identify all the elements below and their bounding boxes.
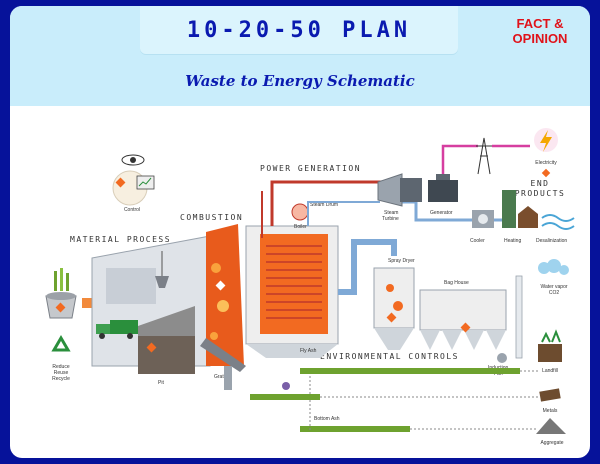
waste-bin bbox=[45, 268, 77, 319]
badge-line-2: OPINION bbox=[512, 31, 568, 46]
heading-end-products-2: PRODUCTS bbox=[515, 189, 566, 198]
heading-end-products-1: END bbox=[531, 179, 550, 188]
waste-to-energy-diagram: POWER GENERATION COMBUSTION MATERIAL PRO… bbox=[45, 128, 575, 446]
fact-opinion-badge: FACT & OPINION bbox=[498, 16, 582, 46]
lightning-icon bbox=[534, 128, 558, 152]
label-grate: Grate bbox=[214, 374, 227, 380]
heading-power-generation: POWER GENERATION bbox=[260, 164, 361, 173]
label-pit: Pit bbox=[158, 380, 164, 386]
pylon-icon bbox=[476, 137, 492, 175]
heading-material-process: MATERIAL PROCESS bbox=[70, 235, 171, 244]
label-fly-ash: Fly Ash bbox=[300, 348, 317, 354]
steam-turbine: Steam Turbine bbox=[377, 173, 422, 222]
desalinization: Desalinization bbox=[536, 214, 575, 244]
title-tab bbox=[140, 6, 458, 54]
eye-icon bbox=[121, 154, 145, 166]
label-recycle: Recycle bbox=[52, 376, 70, 382]
label-boiler: Boiler bbox=[294, 224, 307, 230]
tipping-hall: Pit bbox=[91, 235, 211, 386]
aggregate: Aggregate bbox=[536, 418, 566, 446]
label-metals: Metals bbox=[543, 408, 558, 414]
page-subtitle: Waste to Energy Schematic bbox=[185, 72, 415, 90]
power-line bbox=[441, 144, 478, 174]
heading-environmental-controls: ENVIRONMENTAL CONTROLS bbox=[320, 352, 459, 361]
monitor-icon bbox=[136, 175, 155, 190]
label-water-vapor-1: Water vapor bbox=[540, 284, 567, 290]
ash-conveyors: Bottom Ash bbox=[250, 368, 538, 432]
cooler: Cooler bbox=[470, 210, 494, 244]
metals: Metals bbox=[539, 388, 561, 414]
label-steam-drum: Steam Drum bbox=[310, 202, 338, 208]
label-cooler: Cooler bbox=[470, 238, 485, 244]
landfill: Landfill bbox=[538, 329, 562, 374]
label-generator: Generator bbox=[430, 210, 453, 216]
badge-line-1: FACT & bbox=[516, 16, 564, 31]
label-bag-house: Bag House bbox=[444, 280, 469, 286]
heating-building: Heating bbox=[502, 190, 538, 244]
stack bbox=[515, 275, 523, 359]
label-steam-turbine-2: Turbine bbox=[382, 216, 399, 222]
label-control: Control bbox=[124, 207, 140, 213]
label-aggregate: Aggregate bbox=[540, 440, 563, 446]
label-electricity: Electricity bbox=[535, 160, 557, 166]
label-desalinization: Desalinization bbox=[536, 238, 567, 244]
generator: Generator bbox=[428, 174, 458, 216]
recycle-icon bbox=[51, 335, 71, 352]
label-spray-dryer: Spray Dryer bbox=[388, 258, 415, 264]
flue-duct bbox=[338, 239, 397, 295]
bag-house: Bag House bbox=[419, 280, 507, 350]
spray-dryer: Spray Dryer bbox=[373, 258, 415, 350]
furnace: Grate bbox=[200, 224, 246, 390]
water-vapor-icon bbox=[538, 259, 569, 275]
label-bottom-ash: Bottom Ash bbox=[314, 416, 340, 422]
label-landfill: Landfill bbox=[542, 368, 558, 374]
label-steam-turbine-1: Steam bbox=[384, 210, 398, 216]
slide-panel: 10-20-50 PLAN FACT & OPINION Waste to En… bbox=[10, 6, 590, 458]
page-title: 10-20-50 PLAN bbox=[186, 18, 412, 43]
heading-combustion: COMBUSTION bbox=[180, 213, 243, 222]
label-reduce: Reduce bbox=[52, 364, 69, 370]
label-water-vapor-2: CO2 bbox=[549, 290, 560, 296]
control-station: Control bbox=[112, 154, 155, 213]
label-heating: Heating bbox=[504, 238, 521, 244]
boiler: Fly Ash Steam Drum Boiler bbox=[245, 202, 339, 358]
label-reuse: Reuse bbox=[54, 370, 69, 376]
